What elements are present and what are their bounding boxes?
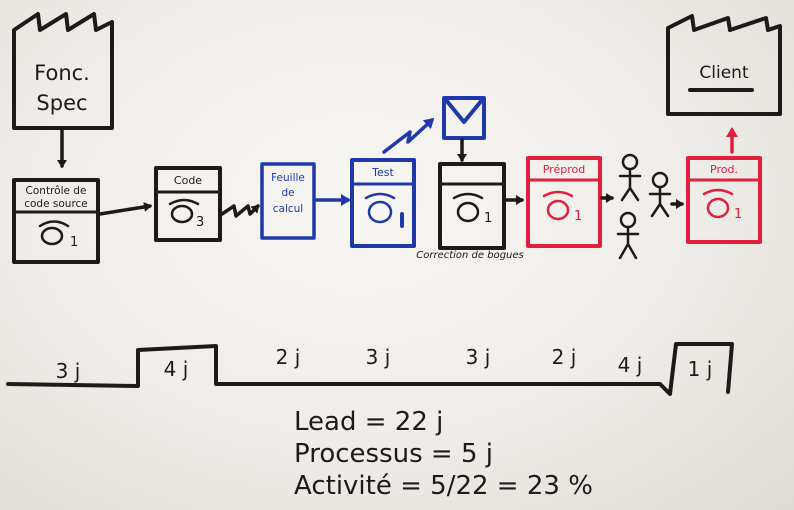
customer-label: Client: [699, 63, 749, 83]
wait-time-1: 3 j: [56, 359, 81, 383]
step2-to-step3-push-arrow: [220, 204, 260, 218]
step6-operator-count: 1: [574, 209, 582, 224]
process-box-prod: [686, 156, 762, 244]
supplier-label-line1: Fonc.: [34, 61, 90, 85]
process-time-2: 1 j: [688, 357, 713, 381]
bug-fix-annotation: Correction de bogues: [416, 250, 524, 261]
process-box-bug-fix: [438, 162, 506, 250]
step2-title: Code: [174, 174, 202, 187]
summary-lead-time: Lead = 22 j: [294, 407, 443, 437]
supplier-factory-icon: [12, 12, 114, 130]
supplier-label-line2: Spec: [36, 91, 87, 115]
customer-factory-icon: [666, 14, 782, 116]
step3-title-line2: de: [281, 187, 294, 199]
process-box-preprod: [526, 156, 602, 248]
step4-title: Test: [371, 166, 394, 179]
step3-title-line3: calcul: [273, 203, 303, 215]
step6-title: Préprod: [543, 163, 585, 176]
kanban-signal-icon: [442, 96, 486, 140]
step2-operator-count: 3: [196, 215, 204, 230]
step5-operator-count: 1: [484, 211, 492, 226]
wait-time-5: 2 j: [552, 345, 577, 369]
step1-title-line1: Contrôle de: [26, 185, 87, 197]
step1-title-line2: code source: [24, 198, 88, 210]
process-box-test: [350, 158, 416, 248]
wait-time-2: 2 j: [276, 345, 301, 369]
wait-time-6: 4 j: [618, 353, 643, 377]
step3-title-line1: Feuille: [271, 172, 305, 184]
process-box-spreadsheet: [260, 162, 316, 240]
wait-time-3: 3 j: [366, 345, 391, 369]
step1-operator-count: 1: [70, 235, 78, 250]
process-time-1: 4 j: [164, 357, 189, 381]
electronic-information-flow-arrow: [382, 117, 435, 154]
step7-title: Prod.: [710, 163, 738, 176]
timeline-ladder: [6, 342, 734, 396]
process-box-source-control: [12, 178, 100, 264]
process-box-code: [154, 166, 222, 242]
summary-activity-ratio: Activité = 5/22 = 23 %: [294, 471, 593, 501]
step7-operator-count: 1: [734, 207, 742, 222]
step1-to-step2-arrow: [98, 202, 152, 216]
users-stick-figures-icon: [616, 153, 672, 260]
summary-process-time: Processus = 5 j: [294, 439, 493, 469]
wait-time-4: 3 j: [466, 345, 491, 369]
